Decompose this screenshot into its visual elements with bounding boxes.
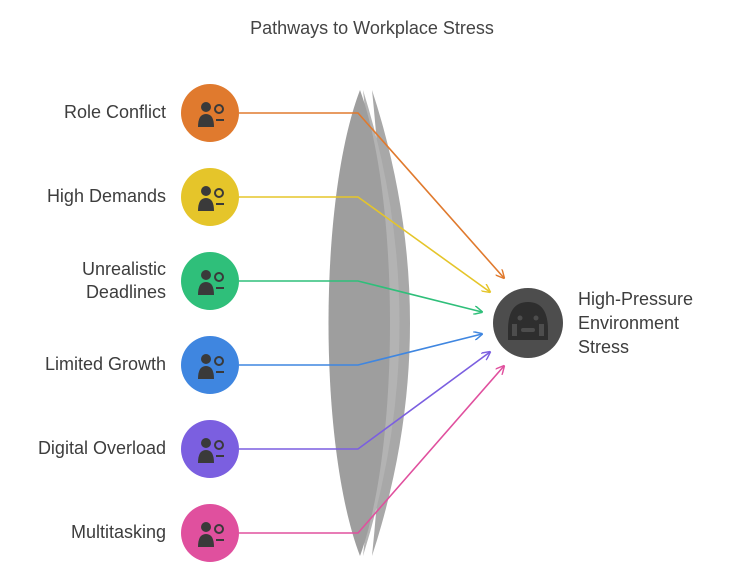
source-circle [181, 252, 239, 310]
source-label-4: Limited Growth [44, 354, 166, 374]
source-label-5: Digital Overload [37, 438, 166, 458]
digital-overload-icon [198, 438, 224, 463]
source-circle [181, 336, 239, 394]
high-demands-icon [198, 186, 224, 211]
source-label-2: High Demands [46, 186, 166, 206]
arrow-group [239, 112, 504, 534]
stressed-face-icon [508, 302, 548, 340]
source-node-5 [181, 420, 239, 478]
multitasking-icon [198, 522, 224, 547]
source-circle [181, 504, 239, 562]
source-circle [181, 168, 239, 226]
flow-arrow-1 [239, 112, 504, 278]
role-conflict-icon [198, 102, 224, 127]
source-node-2 [181, 168, 239, 226]
source-icons [181, 84, 239, 562]
source-node-6 [181, 504, 239, 562]
source-label-1: Role Conflict [63, 102, 166, 122]
source-node-3 [181, 252, 239, 310]
deadline-stopwatch-icon [198, 270, 224, 295]
target-node [493, 288, 563, 358]
flow-arrow-2 [239, 196, 490, 292]
flow-arrow-6 [239, 366, 504, 534]
diagram-title: Pathways to Workplace Stress [250, 18, 494, 38]
flow-arrow-5 [239, 352, 490, 450]
source-circle [181, 84, 239, 142]
limited-growth-icon [198, 354, 224, 379]
source-circle [181, 420, 239, 478]
flow-arrow-3 [239, 280, 482, 312]
flow-arrow-4 [239, 334, 482, 366]
source-node-4 [181, 336, 239, 394]
source-label-6: Multitasking [70, 522, 166, 542]
lens-shape [328, 90, 410, 556]
source-node-1 [181, 84, 239, 142]
